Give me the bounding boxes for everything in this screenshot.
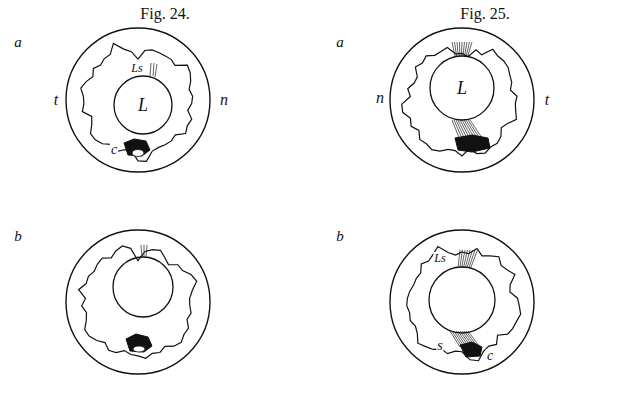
zonule-fibre [150, 63, 151, 76]
pigment-gap [132, 150, 144, 157]
part-letter: Ls [433, 252, 446, 264]
panel-letter: b [335, 229, 345, 244]
zonule-fibre [466, 42, 469, 56]
zonule-fibre [463, 250, 467, 268]
panel-letter: a [13, 35, 23, 50]
pigment-mass [126, 334, 152, 352]
zonule-fibre [458, 250, 460, 268]
figure-number: Fig. 24. [139, 6, 190, 22]
pigment-mass [124, 139, 150, 156]
zonule-fibre [468, 42, 472, 56]
retina-outline [81, 43, 193, 161]
zonule-fibre [463, 42, 465, 56]
pigment-mass [455, 135, 490, 152]
zonule-fibre [457, 42, 458, 56]
lens-outline [430, 56, 494, 120]
lens-outline [114, 76, 172, 134]
lens-outline [113, 257, 173, 317]
side-letter: t [544, 92, 550, 108]
zonule-fibre [146, 245, 147, 257]
zonule-fibre [462, 250, 465, 268]
lens-outline [429, 267, 495, 333]
zonule-fibre [144, 245, 145, 257]
lens-circle: L [113, 75, 173, 135]
lens-label: L [138, 96, 148, 114]
sclera-outline [390, 28, 534, 172]
zonule-fibre [153, 63, 154, 76]
part-letter: s [436, 339, 443, 353]
side-letter: n [375, 90, 385, 106]
panel-letter: a [335, 35, 345, 50]
side-letter: n [219, 92, 229, 108]
retina-outline [79, 246, 197, 358]
zonule-fibre [471, 250, 478, 268]
zonule-fibre [455, 42, 457, 56]
lens-circle: L [429, 55, 495, 121]
part-letter: Ls [130, 62, 143, 74]
sclera-outline [66, 28, 210, 172]
zonule-fibre [141, 245, 142, 257]
retina-outline [402, 47, 517, 156]
pigment-gap [133, 346, 145, 352]
pigment-mass [460, 342, 482, 357]
sclera-outline [66, 230, 210, 374]
figure-number: Fig. 25. [459, 6, 510, 22]
zonule-fibre [155, 64, 157, 77]
side-letter: t [53, 92, 59, 108]
part-letter: c [486, 349, 494, 363]
zonule-fibre [459, 42, 460, 56]
lens-label: L [457, 79, 467, 97]
retina-outline [407, 247, 521, 361]
panel-letter: b [13, 229, 23, 244]
zonule-fibre [450, 331, 460, 347]
part-letter: c [110, 143, 118, 157]
sclera-outline [390, 230, 534, 374]
zonule-fibre [461, 42, 463, 56]
